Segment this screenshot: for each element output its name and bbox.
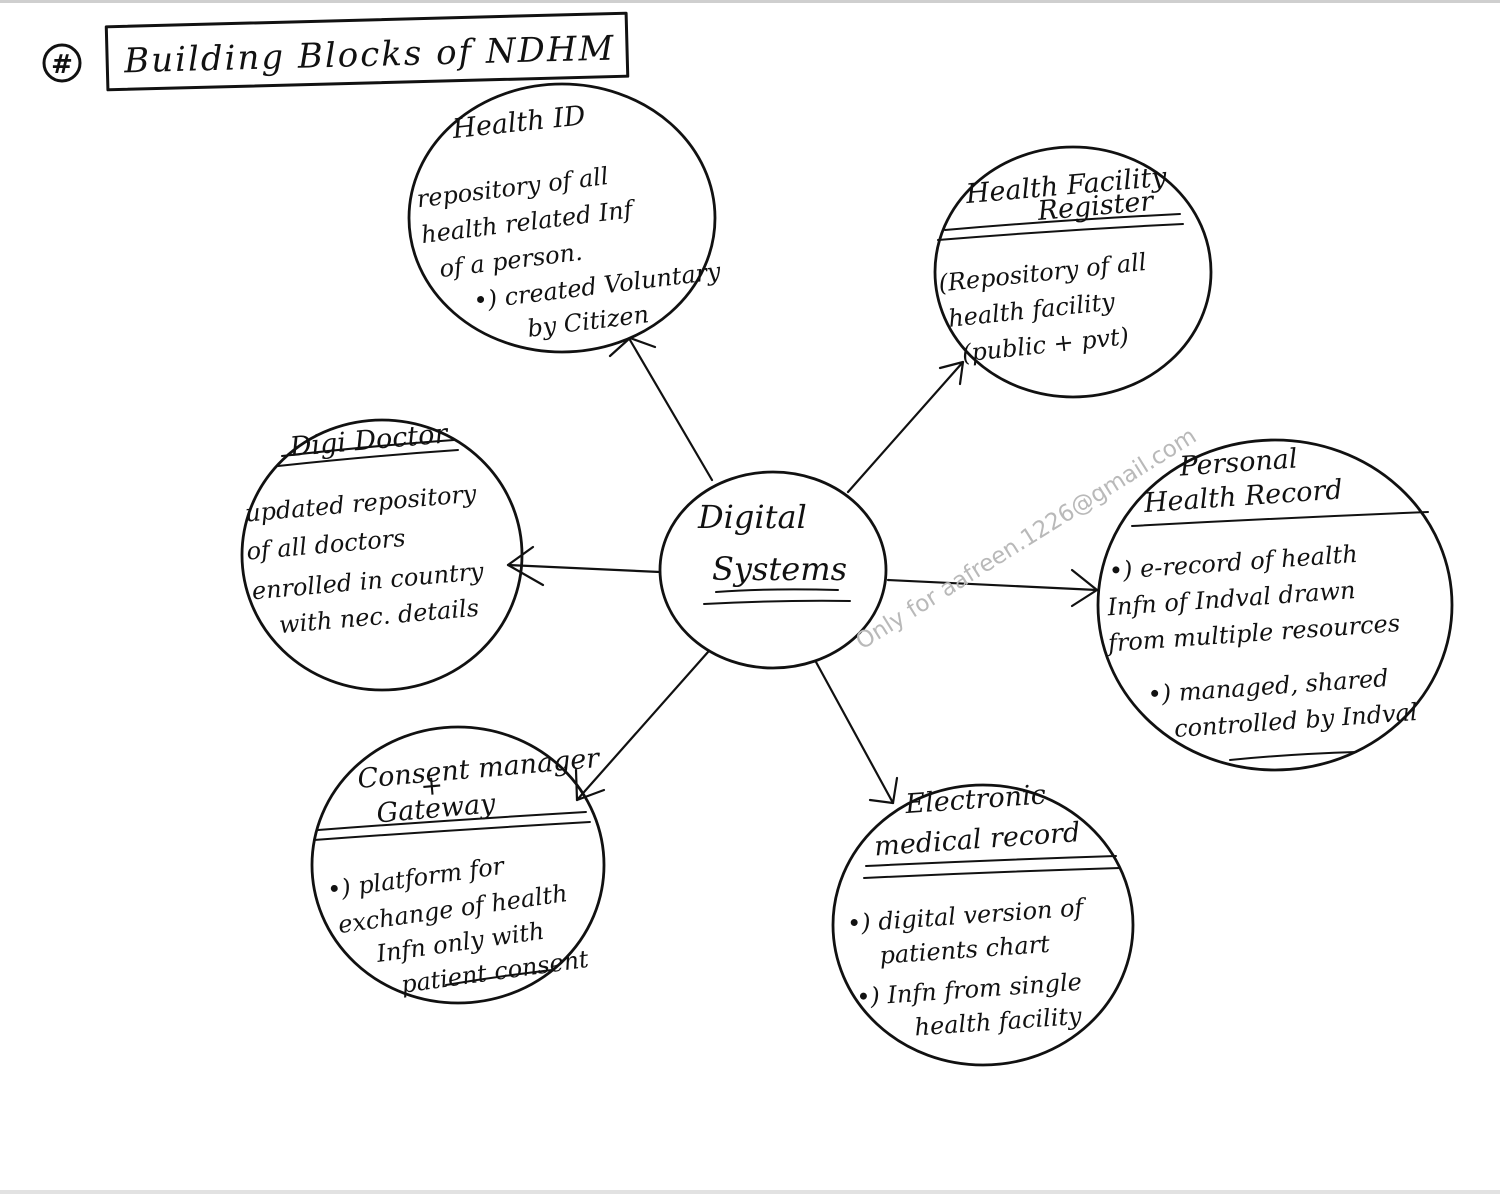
heading-box: [104, 11, 630, 92]
node-digi-doctor-line1: updated repository: [244, 479, 478, 527]
bottom-border: [0, 1190, 1500, 1194]
node-consent-manager-title-line3: Gateway: [375, 788, 497, 829]
node-electronic-medical-record-title-line2: medical record: [873, 817, 1081, 862]
top-border: [0, 0, 1500, 3]
connector-digi-doctor: [506, 563, 662, 574]
center-node-outline: [658, 470, 888, 670]
node-consent-manager-underline-2: [313, 821, 591, 841]
connector-electronic-medical-record: [814, 660, 895, 805]
arrowhead-health-facility-register: [938, 360, 965, 386]
connector-consent-manager: [575, 650, 710, 802]
node-personal-health-record-title-line2: Health Record: [1142, 474, 1344, 519]
node-personal-health-record-underline: [1131, 511, 1429, 527]
node-digi-doctor: Digi Doctor updated repository of all do…: [240, 418, 524, 692]
node-health-id-title: Health ID: [450, 100, 587, 145]
arrowhead-personal-health-record: [1070, 568, 1099, 608]
node-consent-manager-bottom-underline: [445, 969, 553, 986]
center-label-line2: Systems: [712, 550, 847, 588]
connector-health-facility-register: [846, 360, 965, 494]
node-health-id-outline: [407, 82, 717, 354]
connector-health-id: [628, 338, 714, 482]
node-health-facility-register: Health Facility Register (Repository of …: [933, 145, 1213, 399]
arrowhead-digi-doctor: [506, 545, 545, 587]
node-health-facility-register-line1: (Repository of all: [937, 248, 1148, 298]
arrowhead-electronic-medical-record: [868, 776, 899, 805]
node-personal-health-record-title-line1: Personal: [1178, 443, 1299, 482]
arrowhead-health-id: [608, 336, 657, 358]
center-underline-2: [703, 599, 851, 605]
center-node-digital-systems: Digital Systems: [658, 470, 888, 670]
node-consent-manager-underline-1: [317, 811, 587, 831]
node-personal-health-record-outline: [1096, 438, 1454, 772]
node-health-facility-register-line3: (public + pvt): [961, 322, 1131, 367]
connector-personal-health-record: [886, 578, 1099, 592]
center-label-line1: Digital: [697, 498, 807, 536]
node-electronic-medical-record: Electronic medical record •) digital ver…: [831, 779, 1135, 1067]
node-electronic-medical-record-line2: patients chart: [879, 930, 1051, 970]
node-electronic-medical-record-underline-1: [865, 855, 1117, 867]
hash-bullet-circle: [42, 43, 82, 83]
node-health-facility-register-outline: [933, 145, 1213, 399]
node-digi-doctor-underline-1: [281, 439, 455, 457]
center-underline-1: [715, 588, 839, 593]
node-health-facility-register-underline-2: [937, 223, 1184, 241]
node-digi-doctor-outline: [240, 418, 524, 692]
hash-bullet-icon: #: [51, 50, 73, 80]
node-consent-manager-title-line2: +: [419, 770, 444, 803]
page-title: Building Blocks of NDHM: [123, 29, 616, 82]
node-consent-manager-title-line1: Consent manager: [356, 743, 602, 795]
node-health-facility-register-underline-1: [944, 213, 1181, 231]
watermark-text: Only for aafreen.1226@gmail.com: [851, 423, 1201, 655]
node-consent-manager: Consent manager + Gateway •) platform fo…: [310, 725, 606, 1005]
node-consent-manager-outline: [310, 725, 606, 1005]
node-electronic-medical-record-title-line1: Electronic: [903, 779, 1046, 820]
node-electronic-medical-record-line1: •) digital version of: [846, 893, 1088, 938]
node-personal-health-record-bottom-underline: [1229, 751, 1357, 761]
node-health-id: Health ID repository of all health relat…: [407, 82, 723, 354]
node-digi-doctor-line2: of all doctors: [245, 524, 406, 566]
node-electronic-medical-record-outline: [831, 783, 1135, 1067]
node-personal-health-record: Personal Health Record •) e-record of he…: [1096, 438, 1454, 772]
heading: # Building Blocks of NDHM: [42, 11, 630, 92]
node-digi-doctor-underline-2: [277, 449, 459, 467]
connectors: [506, 336, 1099, 805]
arrowhead-consent-manager: [574, 768, 606, 802]
node-digi-doctor-line4: with nec. details: [278, 594, 480, 639]
node-electronic-medical-record-line4: health facility: [914, 1002, 1083, 1042]
node-electronic-medical-record-underline-2: [863, 867, 1121, 879]
